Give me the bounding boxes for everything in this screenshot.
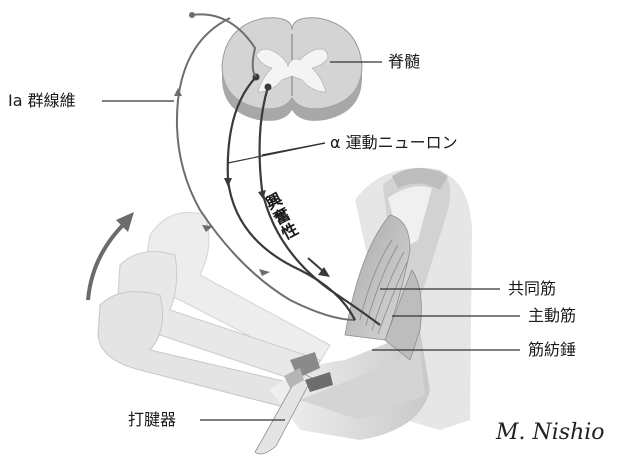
spinal-cord-label: 脊髄 bbox=[388, 53, 420, 71]
reflex-hammer-label: 打腱器 bbox=[128, 411, 176, 429]
synergist-muscle-label: 共同筋 bbox=[508, 280, 556, 298]
artist-signature: M. Nishio bbox=[496, 420, 605, 445]
alpha-motor-neuron-label: α 運動ニューロン bbox=[330, 134, 458, 152]
agonist-muscle-label: 主動筋 bbox=[528, 307, 576, 325]
muscle-spindle-label: 筋紡錘 bbox=[528, 341, 576, 359]
ia-fiber-label: Ia 群線維 bbox=[8, 92, 76, 110]
